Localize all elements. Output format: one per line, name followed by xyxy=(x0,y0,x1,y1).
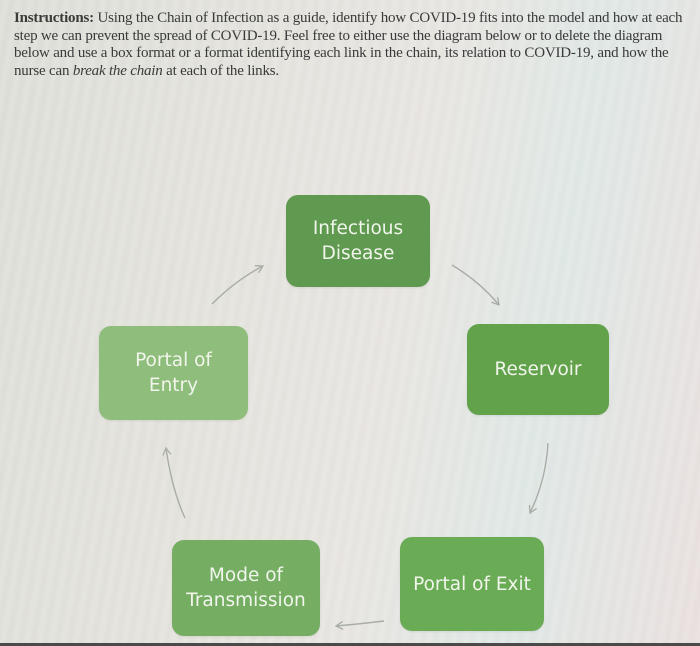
instructions-text-1: Using the Chain of Infection as a guide,… xyxy=(14,10,683,79)
bottom-edge xyxy=(0,643,700,646)
arrow-entry-to-infectious xyxy=(211,265,265,305)
node-portal-of-exit[interactable]: Portal of Exit xyxy=(400,537,544,631)
node-label-line2: Entry xyxy=(148,375,199,396)
node-reservoir[interactable]: Reservoir xyxy=(467,324,609,415)
node-label-line1: Mode of xyxy=(208,565,284,586)
instructions-text-2: at each of the links. xyxy=(162,62,279,79)
node-label-line1: Portal of Exit xyxy=(413,573,531,595)
node-label-line2: Disease xyxy=(321,243,395,264)
instructions-label: Instructions: xyxy=(14,10,94,26)
node-portal-of-entry[interactable]: Portal of Entry xyxy=(99,326,248,420)
arrow-reservoir-to-exit xyxy=(528,442,549,515)
arrow-infectious-to-reservoir xyxy=(451,264,500,307)
node-label-line1: Infectious xyxy=(312,218,404,239)
arrow-mode-to-entry xyxy=(162,446,186,519)
node-label-line1: Reservoir xyxy=(494,359,582,380)
arrow-exit-to-mode xyxy=(334,620,385,630)
node-mode-of-transmission[interactable]: Mode of Transmission xyxy=(172,540,320,636)
instructions-paragraph: Instructions: Using the Chain of Infecti… xyxy=(14,10,690,80)
node-label-line2: Transmission xyxy=(186,590,306,611)
node-label-line1: Portal of xyxy=(135,350,212,371)
instructions-emphasis: break the chain xyxy=(72,62,163,79)
